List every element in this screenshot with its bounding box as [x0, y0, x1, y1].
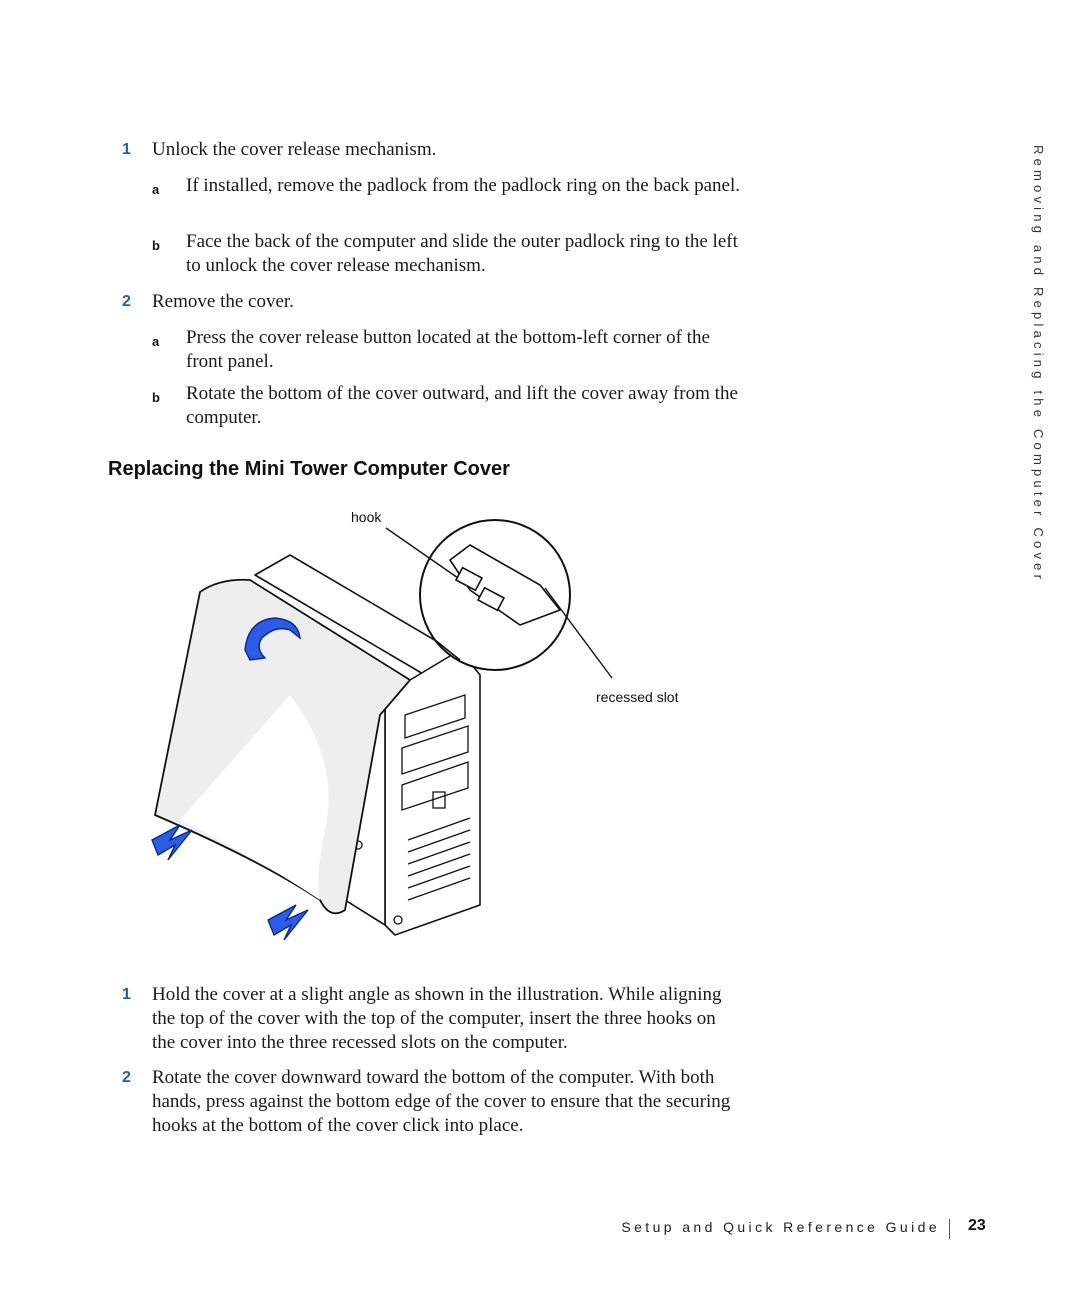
side-running-header: Removing and Replacing the Computer Cove… — [1031, 145, 1046, 584]
substep-text: Rotate the bottom of the cover outward, … — [186, 383, 738, 428]
substep-text: Press the cover release button located a… — [186, 327, 710, 372]
remove-step-1: 1 Unlock the cover release mechanism. — [122, 138, 732, 162]
footer-separator — [949, 1219, 950, 1239]
cover-illustration — [151, 519, 613, 941]
substep-letter: b — [152, 238, 160, 253]
remove-substep-1a: a If installed, remove the padlock from … — [152, 174, 742, 198]
recessed-slot-label: recessed slot — [596, 689, 679, 705]
page-number: 23 — [968, 1217, 986, 1234]
computer-cover — [154, 578, 411, 915]
step-text: Remove the cover. — [152, 291, 294, 312]
substep-text: Face the back of the computer and slide … — [186, 231, 738, 276]
section-heading: Replacing the Mini Tower Computer Cover — [108, 458, 510, 480]
step-text: Rotate the cover downward toward the bot… — [152, 1067, 731, 1136]
step-text: Unlock the cover release mechanism. — [152, 139, 437, 160]
step-number: 2 — [122, 293, 131, 310]
step-number: 1 — [122, 141, 131, 158]
step-number: 1 — [122, 986, 131, 1003]
hook-label: hook — [351, 509, 382, 525]
rotate-arrow-icon — [244, 617, 301, 661]
substep-letter: a — [152, 182, 160, 197]
footer-guide-title: Setup and Quick Reference Guide — [621, 1219, 940, 1235]
magnified-inset — [419, 519, 571, 671]
label-leaders — [385, 527, 613, 679]
remove-substep-1b: b Face the back of the computer and slid… — [152, 230, 742, 278]
step-number: 2 — [122, 1069, 131, 1086]
substep-text: If installed, remove the padlock from th… — [186, 175, 740, 196]
remove-substep-2a: a Press the cover release button located… — [152, 326, 742, 374]
substep-letter: a — [152, 334, 160, 349]
remove-substep-2b: b Rotate the bottom of the cover outward… — [152, 382, 742, 430]
substep-letter: b — [152, 390, 160, 405]
replace-step-1: 1 Hold the cover at a slight angle as sh… — [122, 983, 732, 1055]
remove-step-2: 2 Remove the cover. — [122, 290, 732, 314]
replace-step-2: 2 Rotate the cover downward toward the b… — [122, 1066, 732, 1138]
front-panel — [353, 694, 471, 925]
push-arrow-icon — [151, 824, 309, 941]
step-text: Hold the cover at a slight angle as show… — [152, 984, 722, 1053]
